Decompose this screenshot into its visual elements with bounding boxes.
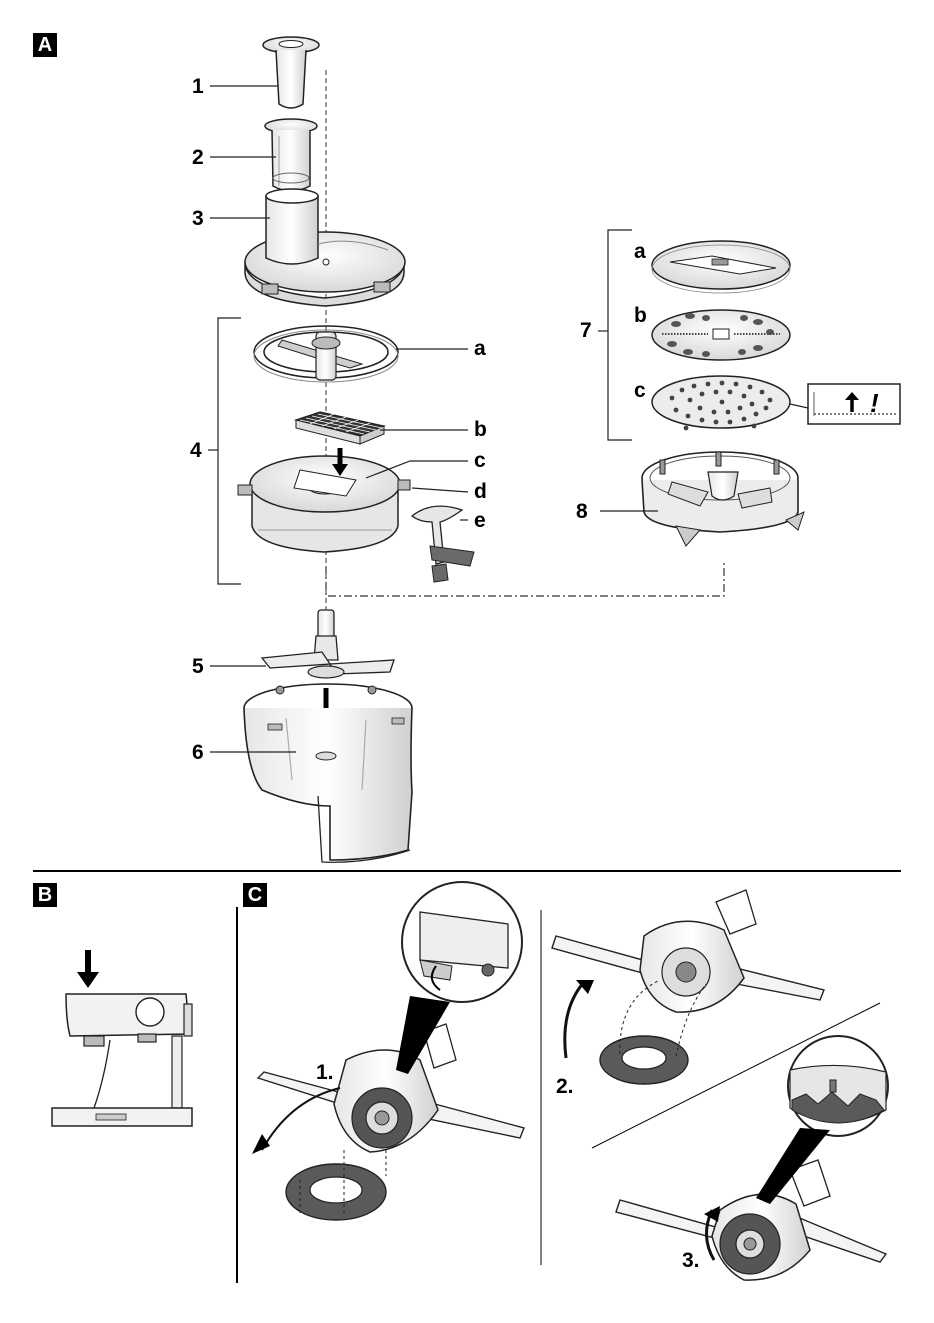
- section-badge-b: B: [33, 883, 57, 907]
- disc-group-bracket: [598, 230, 632, 440]
- grating-disc-fine: [652, 376, 790, 430]
- lid-with-feed-tube: [245, 189, 405, 306]
- callout-2: 2: [192, 147, 204, 168]
- warning-mark: !: [870, 388, 879, 418]
- magnified-detail-step-1: [396, 882, 522, 1074]
- callout-8: 8: [576, 501, 588, 522]
- processing-bowl: [244, 684, 412, 862]
- pusher-medium: [265, 119, 317, 191]
- dicing-base: [238, 448, 410, 552]
- gear-ring-step-1: [286, 1150, 386, 1220]
- callout-7a: a: [634, 241, 646, 262]
- chopping-insert-ring: [254, 326, 398, 382]
- callout-6: 6: [192, 742, 204, 763]
- blade-unit-step-3: [616, 1160, 886, 1280]
- pusher-small: [263, 37, 319, 108]
- step-label-1: 1.: [316, 1062, 334, 1083]
- callout-4: 4: [190, 440, 202, 461]
- callout-7b: b: [634, 305, 647, 326]
- cleaning-tool: [412, 506, 474, 582]
- callout-4a: a: [474, 338, 486, 359]
- callout-4b: b: [474, 419, 487, 440]
- blade-unit-step-1: [252, 1024, 524, 1154]
- callout-3: 3: [192, 208, 204, 229]
- grating-disc-detail-callout: [790, 384, 900, 424]
- alternative-assembly-path: [326, 560, 724, 596]
- section-badge-c: C: [243, 883, 267, 907]
- callout-5: 5: [192, 656, 204, 677]
- universal-blade: [262, 610, 394, 724]
- shredding-disc-coarse-fine: [652, 310, 790, 360]
- slicing-disc-reversible: [652, 241, 790, 293]
- callout-4d: d: [474, 481, 487, 502]
- dicing-grid: [296, 412, 384, 444]
- section-badge-a: A: [33, 33, 57, 57]
- blade-unit-step-2: [552, 890, 824, 1058]
- kitchen-machine-side-view: [52, 950, 192, 1126]
- disc-carrier: [642, 452, 804, 546]
- callout-7c: c: [634, 380, 646, 401]
- step-label-3: 3.: [682, 1250, 700, 1271]
- callout-7: 7: [580, 320, 592, 341]
- callout-4e: e: [474, 510, 486, 531]
- step-label-2: 2.: [556, 1076, 574, 1097]
- callout-1: 1: [192, 76, 204, 97]
- callout-4c: c: [474, 450, 486, 471]
